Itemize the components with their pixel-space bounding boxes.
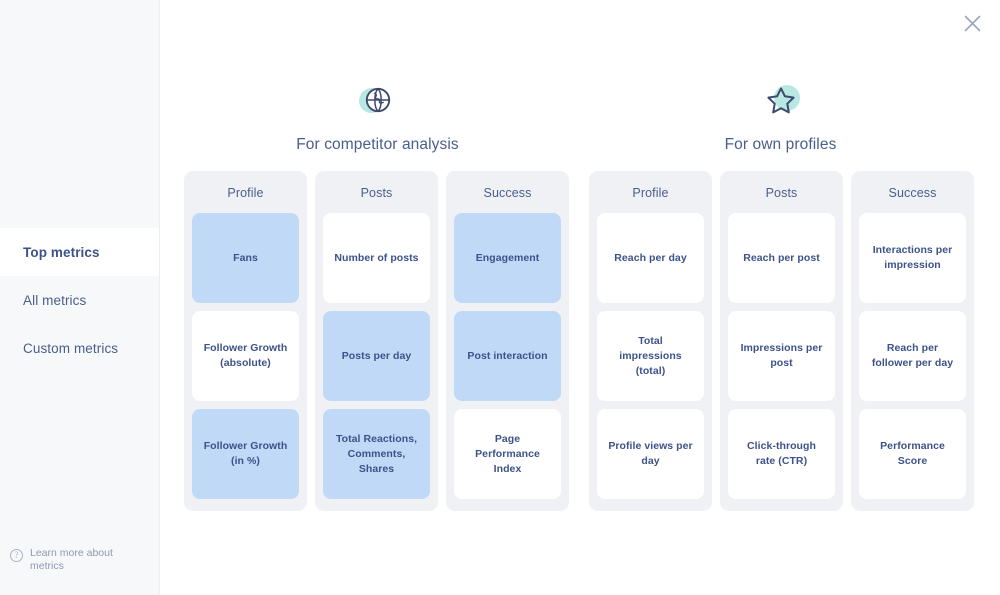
close-icon[interactable]	[959, 10, 985, 36]
column-title: Success	[888, 186, 937, 200]
metric-column-posts: Posts Reach per post Impressions per pos…	[720, 171, 843, 511]
metric-card[interactable]: Click-through rate (CTR)	[728, 409, 835, 499]
metric-card[interactable]: Page Performance Index	[454, 409, 561, 499]
column-title: Profile	[227, 186, 264, 200]
star-icon	[759, 78, 803, 122]
section-title: For own profiles	[724, 136, 837, 153]
metric-card[interactable]: Impressions per post	[728, 311, 835, 401]
column-title: Profile	[632, 186, 669, 200]
learn-more-label: Learn more about metrics	[30, 547, 113, 572]
metric-card[interactable]: Reach per day	[597, 213, 704, 303]
metric-card[interactable]: Reach per follower per day	[859, 311, 966, 401]
section-title: For competitor analysis	[296, 136, 459, 153]
metric-card[interactable]: Total Reactions, Comments, Shares	[323, 409, 430, 499]
metric-card[interactable]: Post interaction	[454, 311, 561, 401]
metric-groups: Profile Fans Follower Growth (absolute) …	[184, 171, 974, 511]
sidebar-item-label: All metrics	[23, 292, 87, 308]
metric-card[interactable]: Performance Score	[859, 409, 966, 499]
metric-card[interactable]: Engagement	[454, 213, 561, 303]
section-header-own-profiles: For own profiles	[587, 78, 974, 154]
sidebar-item-all-metrics[interactable]: All metrics	[0, 276, 159, 324]
metric-card[interactable]: Posts per day	[323, 311, 430, 401]
column-title: Posts	[360, 186, 393, 200]
sidebar-nav: Top metrics All metrics Custom metrics	[0, 228, 159, 372]
metric-column-profile: Profile Fans Follower Growth (absolute) …	[184, 171, 307, 511]
sidebar-item-top-metrics[interactable]: Top metrics	[0, 228, 159, 276]
sidebar-item-custom-metrics[interactable]: Custom metrics	[0, 324, 159, 372]
metric-card[interactable]: Number of posts	[323, 213, 430, 303]
column-title: Success	[483, 186, 532, 200]
learn-more-link[interactable]: ? Learn more about metrics	[0, 547, 126, 573]
metric-card[interactable]: Follower Growth (absolute)	[192, 311, 299, 401]
section-headers: For competitor analysis For own profiles	[184, 78, 984, 154]
sidebar: Top metrics All metrics Custom metrics ?…	[0, 0, 160, 595]
metric-card[interactable]: Profile views per day	[597, 409, 704, 499]
metric-column-profile: Profile Reach per day Total impressions …	[589, 171, 712, 511]
metric-group-competitor-analysis: Profile Fans Follower Growth (absolute) …	[184, 171, 569, 511]
metric-column-success: Success Interactions per impression Reac…	[851, 171, 974, 511]
section-header-competitor-analysis: For competitor analysis	[184, 78, 571, 154]
metric-column-success: Success Engagement Post interaction Page…	[446, 171, 569, 511]
metric-card[interactable]: Fans	[192, 213, 299, 303]
metric-card[interactable]: Reach per post	[728, 213, 835, 303]
globe-icon	[356, 78, 400, 122]
sidebar-item-label: Top metrics	[23, 244, 100, 260]
metric-card[interactable]: Total impressions (total)	[597, 311, 704, 401]
metric-column-posts: Posts Number of posts Posts per day Tota…	[315, 171, 438, 511]
metric-card[interactable]: Follower Growth (in %)	[192, 409, 299, 499]
metric-card[interactable]: Interactions per impression	[859, 213, 966, 303]
main-content: For competitor analysis For own profiles…	[160, 0, 1000, 595]
sidebar-item-label: Custom metrics	[23, 340, 119, 356]
column-title: Posts	[765, 186, 798, 200]
metric-group-own-profiles: Profile Reach per day Total impressions …	[589, 171, 974, 511]
question-mark-circle-icon: ?	[10, 549, 23, 562]
